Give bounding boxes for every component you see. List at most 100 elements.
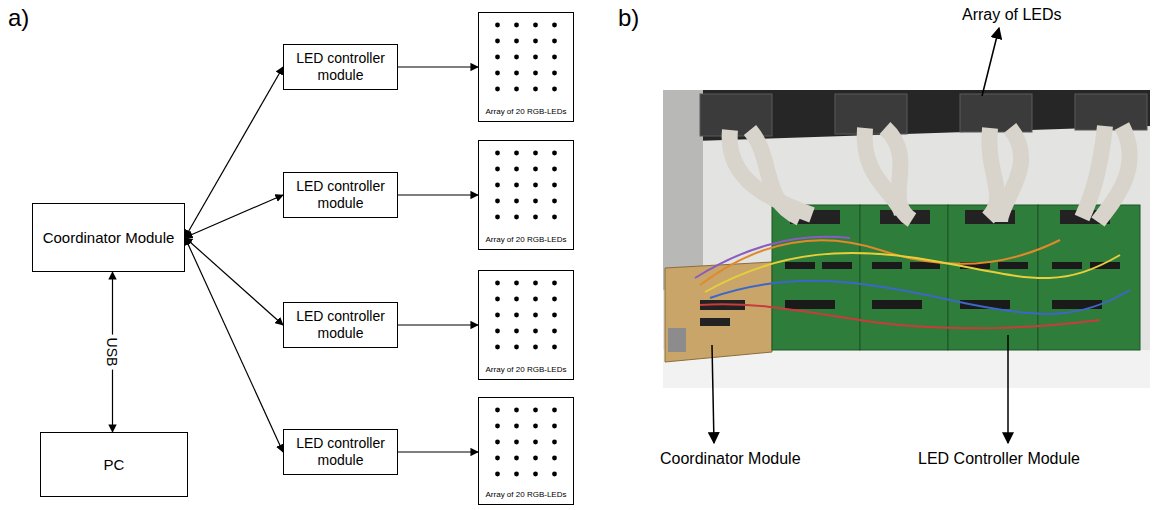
led-dot bbox=[495, 424, 500, 429]
led-dot bbox=[514, 183, 519, 188]
led-dot bbox=[495, 313, 500, 318]
led-dot bbox=[495, 151, 500, 156]
led-dot bbox=[552, 472, 557, 477]
led-dot bbox=[552, 71, 557, 76]
led-dot bbox=[552, 87, 557, 92]
controller-box: LED controller module bbox=[283, 44, 398, 90]
led-dot bbox=[533, 23, 538, 28]
led-dot bbox=[514, 424, 519, 429]
led-array-box: Array of 20 RGB-LEDs bbox=[478, 397, 574, 505]
led-dot bbox=[552, 281, 557, 286]
coordinator-box: Coordinator Module bbox=[32, 203, 185, 272]
panel-letter: a) bbox=[8, 4, 29, 32]
box-label: Coordinator Module bbox=[43, 229, 175, 247]
led-dot bbox=[552, 440, 557, 445]
callout-label: Coordinator Module bbox=[660, 450, 801, 468]
led-dot bbox=[552, 345, 557, 350]
array-caption: Array of 20 RGB-LEDs bbox=[486, 365, 567, 375]
box-label: PC bbox=[104, 456, 125, 474]
box-label: LED controller module bbox=[290, 50, 391, 84]
connector-arrow bbox=[398, 194, 478, 195]
led-dot bbox=[533, 408, 538, 413]
led-dot bbox=[514, 87, 519, 92]
led-dot bbox=[514, 199, 519, 204]
led-dot bbox=[495, 345, 500, 350]
led-dot bbox=[495, 23, 500, 28]
led-dot bbox=[495, 440, 500, 445]
led-dot bbox=[552, 167, 557, 172]
controller-box: LED controller module bbox=[283, 172, 398, 218]
led-dot bbox=[495, 183, 500, 188]
led-dot bbox=[495, 87, 500, 92]
led-dot bbox=[552, 424, 557, 429]
led-dot-grid bbox=[479, 141, 573, 225]
led-dot bbox=[533, 297, 538, 302]
led-dot bbox=[533, 167, 538, 172]
connector-arrow bbox=[185, 195, 283, 238]
led-dot bbox=[495, 55, 500, 60]
led-dot bbox=[533, 329, 538, 334]
pc-box: PC bbox=[40, 432, 188, 497]
callout-label: LED Controller Module bbox=[918, 450, 1080, 468]
edge-label: USB bbox=[103, 335, 121, 370]
led-dot bbox=[533, 424, 538, 429]
led-dot bbox=[533, 39, 538, 44]
array-caption: Array of 20 RGB-LEDs bbox=[486, 107, 567, 117]
connector-arrow bbox=[185, 238, 283, 453]
connector-arrow bbox=[185, 67, 283, 238]
led-dot bbox=[552, 456, 557, 461]
led-dot-grid bbox=[479, 271, 573, 355]
led-dot bbox=[495, 472, 500, 477]
led-dot bbox=[552, 183, 557, 188]
controller-box: LED controller module bbox=[283, 429, 398, 475]
led-dot-grid bbox=[479, 13, 573, 97]
led-dot bbox=[552, 151, 557, 156]
led-dot bbox=[514, 167, 519, 172]
led-array-box: Array of 20 RGB-LEDs bbox=[478, 12, 574, 122]
box-label: LED controller module bbox=[290, 435, 391, 469]
led-dot bbox=[495, 329, 500, 334]
led-dot bbox=[495, 281, 500, 286]
led-dot bbox=[552, 313, 557, 318]
led-dot bbox=[552, 55, 557, 60]
led-dot bbox=[552, 199, 557, 204]
panel-letter: b) bbox=[618, 4, 639, 32]
led-dot bbox=[514, 297, 519, 302]
led-dot bbox=[533, 456, 538, 461]
controller-box: LED controller module bbox=[283, 302, 398, 348]
led-dot bbox=[514, 345, 519, 350]
led-dot bbox=[552, 297, 557, 302]
led-dot bbox=[533, 199, 538, 204]
led-dot bbox=[533, 281, 538, 286]
led-dot bbox=[514, 55, 519, 60]
led-dot bbox=[495, 199, 500, 204]
led-dot bbox=[514, 472, 519, 477]
led-dot bbox=[495, 297, 500, 302]
led-dot bbox=[552, 23, 557, 28]
led-dot bbox=[552, 408, 557, 413]
led-dot bbox=[552, 329, 557, 334]
led-dot bbox=[533, 71, 538, 76]
led-dot bbox=[514, 408, 519, 413]
connector-arrow bbox=[185, 238, 283, 326]
led-dot bbox=[514, 456, 519, 461]
led-dot bbox=[514, 281, 519, 286]
led-dot bbox=[514, 39, 519, 44]
callout-label: Array of LEDs bbox=[962, 6, 1062, 24]
led-dot bbox=[533, 55, 538, 60]
led-dot bbox=[495, 215, 500, 220]
connector-arrow bbox=[398, 451, 478, 452]
led-dot bbox=[514, 313, 519, 318]
led-dot bbox=[495, 408, 500, 413]
led-dot bbox=[533, 87, 538, 92]
led-dot bbox=[533, 345, 538, 350]
led-dot bbox=[514, 215, 519, 220]
led-dot bbox=[495, 71, 500, 76]
led-dot bbox=[533, 440, 538, 445]
led-array-box: Array of 20 RGB-LEDs bbox=[478, 140, 574, 250]
led-dot bbox=[552, 39, 557, 44]
led-dot bbox=[514, 151, 519, 156]
led-dot bbox=[533, 215, 538, 220]
box-label: LED controller module bbox=[290, 308, 391, 342]
array-caption: Array of 20 RGB-LEDs bbox=[486, 490, 567, 500]
